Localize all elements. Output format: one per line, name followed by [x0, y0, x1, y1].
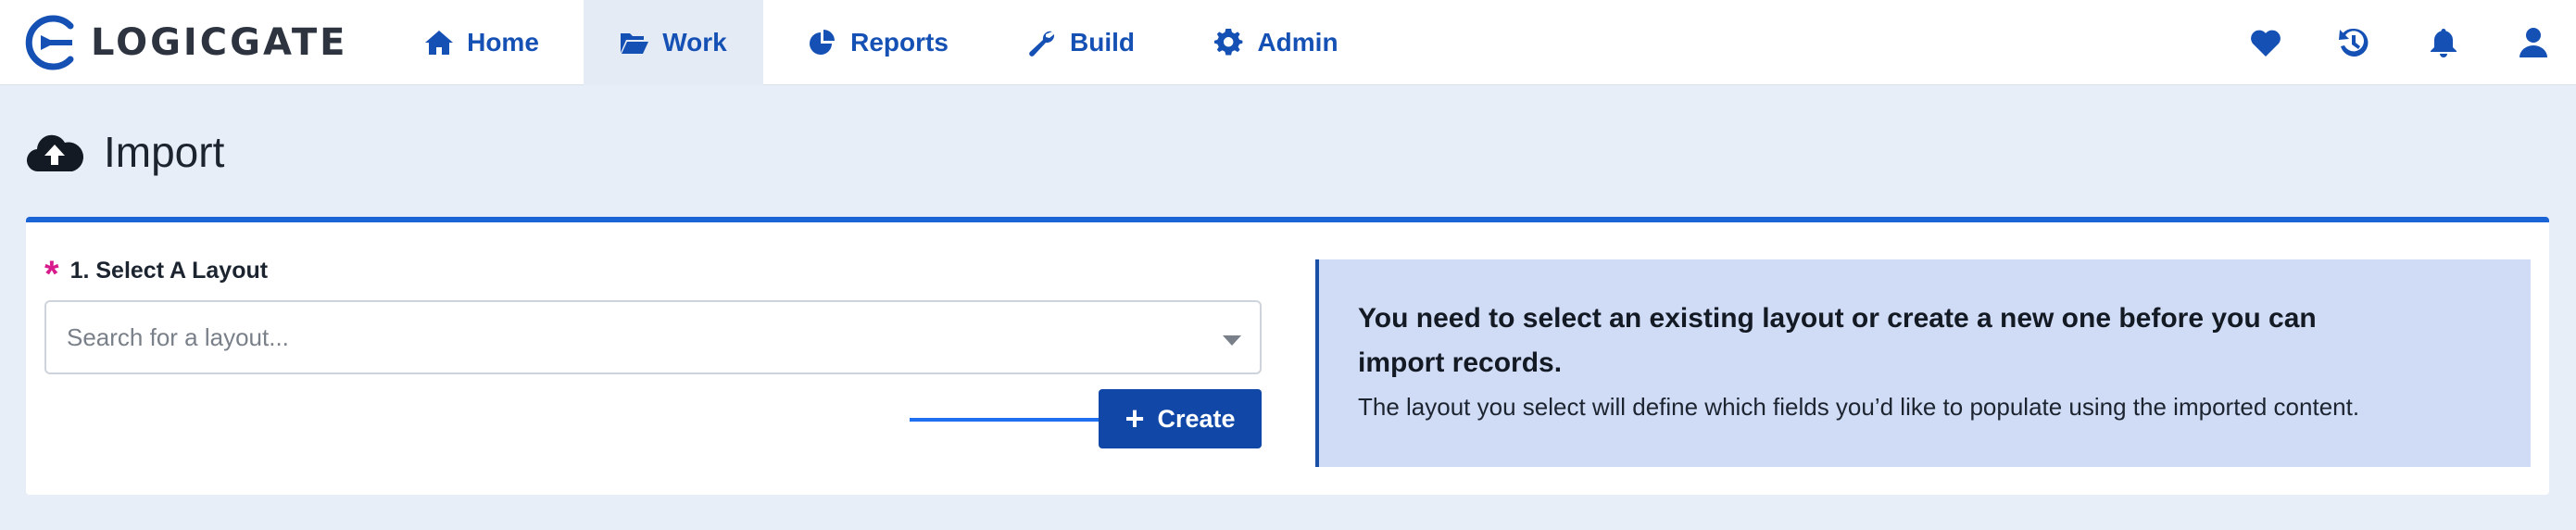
required-marker: * — [44, 254, 59, 295]
info-callout: You need to select an existing layout or… — [1315, 259, 2531, 467]
nav-item-label: Home — [467, 28, 539, 57]
history-button[interactable] — [2334, 24, 2371, 61]
gear-icon — [1214, 29, 1243, 56]
import-card: * 1. Select A Layout Search for a layout… — [26, 217, 2549, 495]
nav-item-label: Admin — [1257, 28, 1338, 57]
plus-icon: + — [1125, 399, 1145, 437]
wrench-icon — [1029, 31, 1055, 57]
page-header: Import — [26, 122, 224, 182]
arrow-right-icon — [910, 409, 1125, 431]
nav-item-build[interactable]: Build — [1012, 0, 1150, 85]
bell-icon — [2431, 29, 2457, 57]
user-icon — [2519, 28, 2547, 57]
home-icon — [425, 31, 454, 55]
layout-select-placeholder: Search for a layout... — [67, 322, 289, 351]
heart-icon — [2251, 30, 2281, 57]
folder-open-icon — [621, 33, 649, 54]
user-menu-button[interactable] — [2515, 24, 2552, 61]
nav-item-home[interactable]: Home — [408, 0, 556, 85]
select-layout-label: * 1. Select A Layout — [44, 248, 268, 293]
cloud-upload-icon — [27, 134, 83, 172]
create-button-label: Create — [1157, 404, 1236, 433]
nav-item-admin[interactable]: Admin — [1202, 0, 1351, 85]
history-icon — [2339, 28, 2369, 57]
page-title: Import — [104, 128, 225, 176]
logicgate-logo[interactable]: LOGICGATE — [24, 13, 347, 72]
nav-item-work[interactable]: Work — [584, 0, 763, 85]
favorites-button[interactable] — [2247, 24, 2284, 61]
layout-select[interactable]: Search for a layout... — [44, 300, 1262, 374]
select-layout-label-text: 1. Select A Layout — [69, 257, 269, 284]
nav-item-label: Build — [1070, 28, 1135, 57]
nav-item-label: Work — [662, 28, 727, 57]
chevron-down-icon[interactable] — [1223, 335, 1241, 346]
nav-item-label: Reports — [850, 28, 949, 57]
top-navigation-bar: LOGICGATE Home Work Reports — [0, 0, 2576, 85]
info-text: The layout you select will define which … — [1358, 393, 2360, 421]
nav-item-reports[interactable]: Reports — [795, 0, 961, 85]
notifications-button[interactable] — [2425, 24, 2462, 61]
brand-name: LOGICGATE — [91, 21, 348, 64]
info-heading: You need to select an existing layout or… — [1358, 303, 2317, 378]
create-layout-button[interactable]: + Create — [1099, 389, 1262, 448]
logicgate-logo-icon — [25, 15, 74, 70]
pie-chart-icon — [810, 30, 836, 55]
